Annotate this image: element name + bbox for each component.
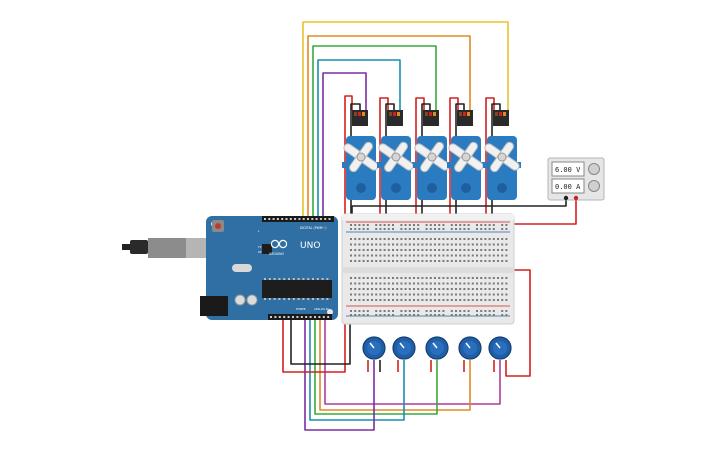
breadboard[interactable]: [341, 213, 515, 325]
servo-group: [335, 110, 528, 200]
voltage-knob-icon[interactable]: [588, 163, 600, 175]
digital-header-label: DIGITAL (PWM~): [300, 226, 326, 230]
knob-indicator-icon: [465, 342, 471, 349]
power-supply[interactable]: 6.00 V 0.00 A: [547, 157, 605, 201]
arduino-logo-icon: [270, 239, 288, 249]
wire-green-pot3: [314, 318, 438, 415]
potentiometer-1[interactable]: [362, 336, 386, 360]
knob-indicator-icon: [432, 342, 438, 349]
wire-purple-pot1: [304, 318, 375, 431]
arduino-uno[interactable]: DIGITAL (PWM~) UNO ARDUINO L TX RX POWER…: [122, 216, 338, 320]
current-knob-icon[interactable]: [588, 180, 600, 192]
servo-motor-3[interactable]: [406, 110, 458, 200]
knob-indicator-icon: [399, 342, 405, 349]
potentiometer-4[interactable]: [458, 336, 482, 360]
tx-led-label: TX: [258, 245, 262, 249]
wire-green-servo3: [312, 45, 437, 218]
current-readout: 0.00 A: [555, 183, 581, 191]
potentiometer-3[interactable]: [425, 336, 449, 360]
wire-yellow-servo5: [302, 21, 509, 218]
analog-power-header[interactable]: [268, 314, 332, 320]
knob-indicator-icon: [495, 342, 501, 349]
usb-plug-body: [130, 240, 148, 254]
digital-header[interactable]: [262, 216, 334, 222]
wire-teal-servo2: [317, 59, 401, 218]
wire-purple-servo1: [322, 72, 367, 218]
usb-cable-connector: [148, 238, 192, 258]
servo-motor-4[interactable]: [440, 110, 492, 200]
wire-orange-servo4: [307, 35, 471, 218]
usb-port: [186, 238, 210, 258]
analog-header-label: ANALOG IN: [314, 307, 328, 311]
usb-plug-tip: [122, 244, 132, 250]
arduino-brand-label: ARDUINO: [269, 252, 285, 256]
servo-motor-1[interactable]: [335, 110, 387, 200]
voltage-readout: 6.00 V: [555, 166, 581, 174]
breadboard-holes: [350, 224, 508, 316]
uno-label: UNO: [300, 241, 320, 251]
wire-teal-pot2: [309, 318, 405, 421]
knob-indicator-icon: [369, 342, 375, 349]
rx-led-label: RX: [258, 250, 262, 254]
power-jack: [200, 296, 228, 316]
potentiometer-5[interactable]: [488, 336, 512, 360]
servo-motor-5[interactable]: [476, 110, 528, 200]
negative-terminal[interactable]: [563, 195, 569, 201]
power-header-label: POWER: [296, 307, 306, 311]
wire-magenta-pot5: [324, 318, 501, 405]
servo-motor-2[interactable]: [370, 110, 422, 200]
l-led-label: L: [258, 229, 260, 233]
atmega-chip: [262, 280, 332, 298]
potentiometer-group: [362, 336, 512, 360]
potentiometer-2[interactable]: [392, 336, 416, 360]
positive-terminal[interactable]: [573, 195, 579, 201]
